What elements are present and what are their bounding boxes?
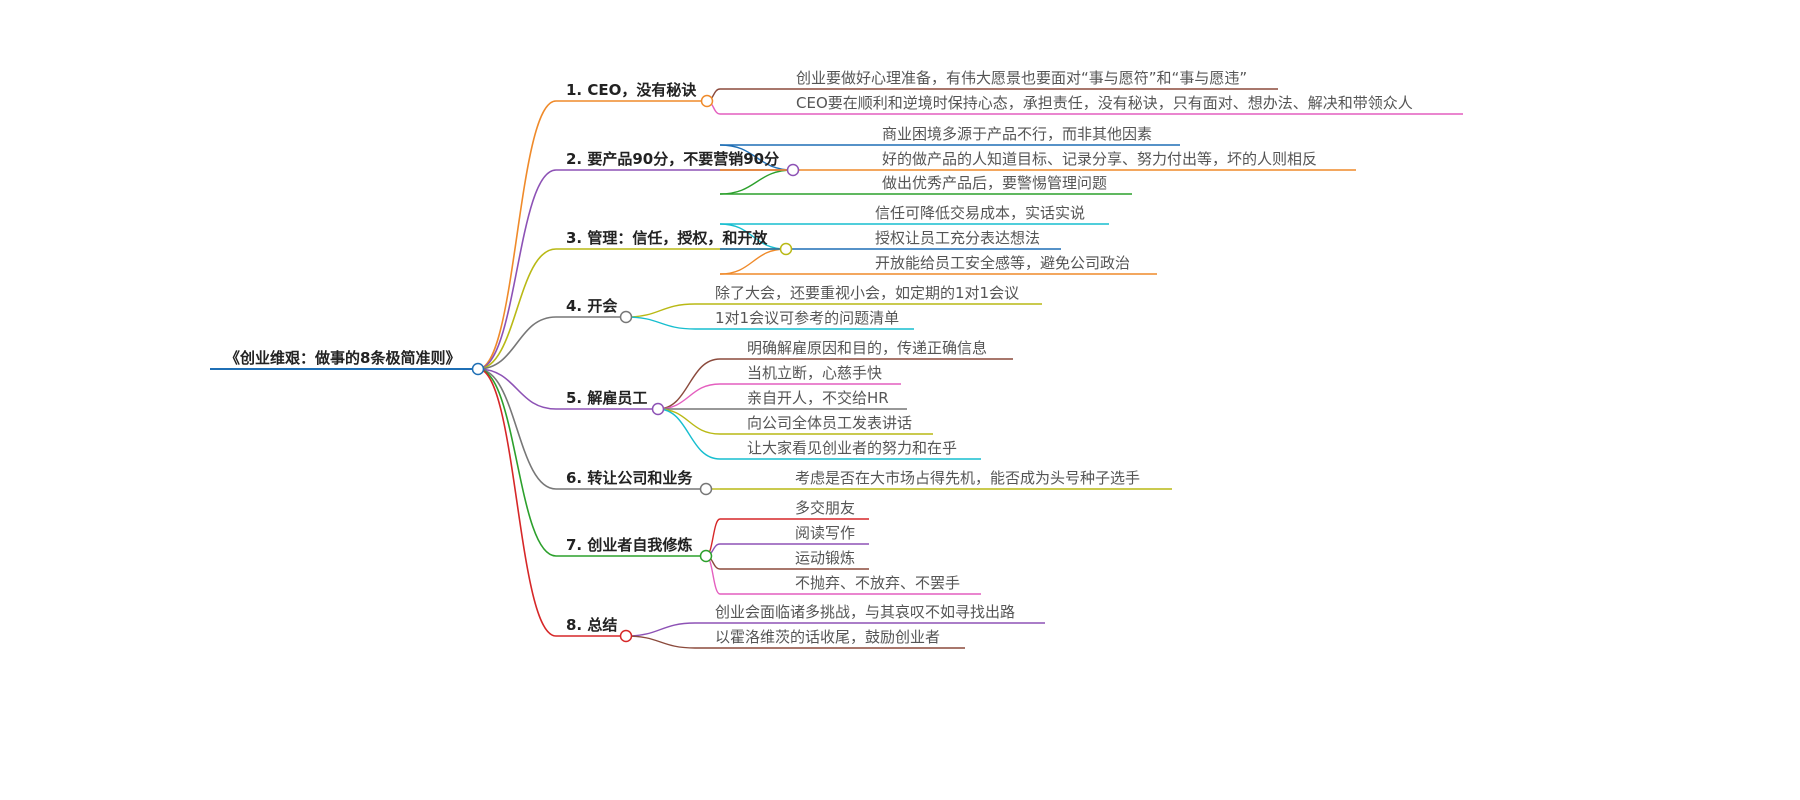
branch-topic-1[interactable]: 1. CEO，没有秘诀 — [566, 81, 697, 99]
circle-layer — [471, 94, 800, 643]
branch-topic-7[interactable]: 7. 创业者自我修炼 — [566, 536, 692, 554]
leaf-connector-2-3 — [719, 169, 794, 195]
leaf-topic-5-5[interactable]: 让大家看见创业者的努力和在乎 — [747, 439, 957, 457]
branch-connector-6 — [477, 368, 557, 490]
leaf-connector-4-2 — [625, 316, 696, 330]
branch-topic-5[interactable]: 5. 解雇员工 — [566, 389, 647, 407]
mind-map: 《创业维艰：做事的8条极简准则》 1. CEO，没有秘诀 创业要做好心理准备，有伟大… — [210, 69, 1463, 649]
branch-topic-3[interactable]: 3. 管理：信任，授权，和开放 — [566, 229, 768, 247]
leaf-connector-3-3 — [719, 248, 787, 275]
leaf-topic-7-2[interactable]: 阅读写作 — [795, 524, 855, 542]
leaf-topic-5-4[interactable]: 向公司全体员工发表讲话 — [747, 414, 912, 432]
branch-topic-4[interactable]: 4. 开会 — [566, 297, 617, 315]
leaf-topic-3-1[interactable]: 信任可降低交易成本，实话实说 — [875, 204, 1085, 222]
underline-layer — [210, 88, 1463, 649]
branch-connector-7 — [477, 368, 557, 557]
leaf-topic-5-1[interactable]: 明确解雇原因和目的，传递正确信息 — [747, 339, 987, 357]
leaf-topic-6-1[interactable]: 考虑是否在大市场占得先机，能否成为头号种子选手 — [795, 469, 1140, 487]
leaf-connector-8-1 — [625, 622, 696, 637]
branch-collapse-toggle-4[interactable] — [619, 310, 633, 324]
leaf-connector-5-1 — [657, 358, 721, 410]
branch-collapse-toggle-1[interactable] — [700, 94, 714, 108]
branch-collapse-toggle-8[interactable] — [619, 629, 633, 643]
branch-collapse-toggle-6[interactable] — [699, 482, 713, 496]
leaf-topic-4-2[interactable]: 1对1会议可参考的问题清单 — [715, 309, 899, 327]
branch-connector-5 — [477, 368, 557, 410]
branch-connector-8 — [477, 368, 557, 637]
edges-layer — [477, 88, 794, 649]
branch-connector-3 — [477, 248, 557, 370]
leaf-topic-2-2[interactable]: 好的做产品的人知道目标、记录分享、努力付出等，坏的人则相反 — [882, 150, 1317, 168]
leaf-connector-5-4 — [657, 408, 721, 435]
branch-connector-4 — [477, 316, 557, 370]
branch-collapse-toggle-3[interactable] — [779, 242, 793, 256]
leaf-topic-3-2[interactable]: 授权让员工充分表达想法 — [875, 229, 1040, 247]
text-layer: 《创业维艰：做事的8条极简准则》 1. CEO，没有秘诀 创业要做好心理准备，有伟大… — [225, 69, 1413, 646]
branch-topic-6[interactable]: 6. 转让公司和业务 — [566, 469, 693, 487]
branch-collapse-toggle-7[interactable] — [699, 549, 713, 563]
leaf-topic-2-1[interactable]: 商业困境多源于产品不行，而非其他因素 — [882, 125, 1152, 143]
leaf-topic-3-3[interactable]: 开放能给员工安全感等，避免公司政治 — [875, 254, 1130, 272]
root-collapse-toggle[interactable] — [471, 362, 485, 376]
branch-collapse-toggle-5[interactable] — [651, 402, 665, 416]
leaf-topic-7-3[interactable]: 运动锻炼 — [795, 549, 855, 567]
branch-connector-2 — [477, 169, 557, 370]
root-topic: 《创业维艰：做事的8条极简准则》 — [225, 349, 460, 367]
branch-topic-2[interactable]: 2. 要产品90分，不要营销90分 — [566, 150, 779, 168]
leaf-topic-5-3[interactable]: 亲自开人，不交给HR — [747, 389, 889, 407]
leaf-topic-5-2[interactable]: 当机立断，心慈手快 — [747, 364, 882, 382]
leaf-topic-4-1[interactable]: 除了大会，还要重视小会，如定期的1对1会议 — [715, 284, 1019, 302]
leaf-connector-4-1 — [625, 303, 696, 318]
leaf-connector-5-5 — [657, 408, 721, 460]
leaf-topic-2-3[interactable]: 做出优秀产品后，要警惕管理问题 — [882, 174, 1107, 192]
branch-topic-8[interactable]: 8. 总结 — [566, 616, 617, 634]
leaf-topic-7-1[interactable]: 多交朋友 — [795, 499, 855, 517]
leaf-topic-8-2[interactable]: 以霍洛维茨的话收尾，鼓励创业者 — [715, 628, 940, 646]
leaf-topic-7-4[interactable]: 不抛弃、不放弃、不罢手 — [795, 574, 960, 592]
branch-connector-1 — [477, 100, 557, 370]
leaf-topic-1-2[interactable]: CEO要在顺利和逆境时保持心态，承担责任，没有秘诀，只有面对、想办法、解决和带领… — [796, 94, 1413, 112]
leaf-connector-8-2 — [625, 635, 696, 649]
leaf-topic-8-1[interactable]: 创业会面临诸多挑战，与其哀叹不如寻找出路 — [715, 603, 1015, 621]
branch-collapse-toggle-2[interactable] — [786, 163, 800, 177]
leaf-topic-1-1[interactable]: 创业要做好心理准备，有伟大愿景也要面对“事与愿符”和“事与愿违” — [796, 69, 1247, 87]
leaf-connector-5-2 — [657, 383, 721, 410]
